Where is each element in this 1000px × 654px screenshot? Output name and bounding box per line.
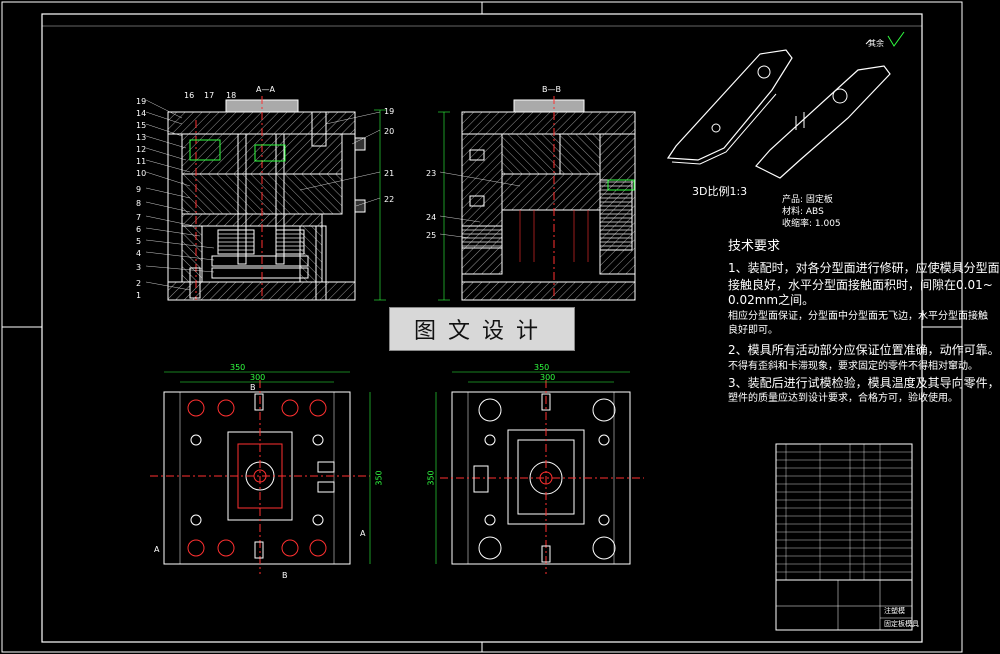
section-bb-label: B—B [542, 85, 561, 94]
part-number: 17 [204, 91, 215, 100]
part-number: 11 [136, 157, 147, 166]
tech-line: 1、装配时，对各分型面进行修研，应使模具分型面 [728, 261, 1000, 275]
dim-left-inner: 300 [250, 373, 266, 382]
part-number: 10 [136, 169, 147, 178]
section-marker-b-top: B [250, 383, 256, 392]
part-number: 9 [136, 185, 142, 194]
section-marker-a-right: A [360, 529, 366, 538]
part-number: 24 [426, 213, 437, 222]
part-number: 25 [426, 231, 437, 240]
section-bb-view [438, 96, 636, 301]
product-shrinkage: 收缩率: 1.005 [782, 219, 841, 229]
tech-line: 接触良好，水平分型面接触面积时，间隙在0.01~ [728, 278, 993, 292]
part-number: 2 [136, 279, 142, 288]
watermark-banner: 图文设计 [389, 307, 575, 351]
part-number: 15 [136, 121, 147, 130]
part-number: 12 [136, 145, 147, 154]
section-marker-a-left: A [154, 545, 160, 554]
part-number: 3 [136, 263, 142, 272]
tech-line: 3、装配后进行试模检验，模具温度及其导向零件， [728, 376, 1000, 390]
tech-line: 0.02mm之间。 [728, 293, 815, 307]
dim-right-outer: 350 [534, 363, 550, 372]
part-number: 14 [136, 109, 147, 118]
part-3d-views [666, 31, 905, 179]
part-number: 1 [136, 291, 142, 300]
drawing-number: 固定板模具 [884, 620, 919, 628]
product-name: 产品: 固定板 [782, 195, 833, 205]
roughness-note: 其余 [868, 39, 884, 48]
drawing-title: 注塑模 [884, 607, 905, 615]
part-number: 5 [136, 237, 142, 246]
part-number: 4 [136, 249, 142, 258]
part-number: 7 [136, 213, 142, 222]
tech-requirements-title: 技术要求 [728, 239, 781, 254]
part-number: 19 [384, 107, 395, 116]
plan-view-fixed-half [435, 371, 644, 574]
dim-height-left: 350 [374, 470, 384, 486]
part-number: 18 [226, 91, 237, 100]
section-aa-label: A—A [256, 85, 275, 94]
scale-label: 3D比例1:3 [692, 185, 748, 198]
part-number: 23 [426, 169, 437, 178]
part-number: 6 [136, 225, 142, 234]
tech-line: 相应分型面保证，分型面中分型面无飞边，水平分型面接触 [728, 311, 988, 322]
product-material: 材料: ABS [782, 207, 824, 217]
part-number: 19 [136, 97, 147, 106]
title-block [775, 443, 913, 631]
sheet-frame [1, 1, 963, 653]
tech-line: 塑件的质量应达到设计要求，合格方可，验收使用。 [728, 393, 958, 404]
part-number: 21 [384, 169, 395, 178]
dim-height-right: 350 [426, 470, 436, 486]
part-number: 22 [384, 195, 395, 204]
cad-drawing-sheet [1, 1, 963, 653]
part-number: 13 [136, 133, 147, 142]
section-aa-view [145, 96, 386, 301]
dim-right-inner: 300 [540, 373, 556, 382]
tech-line: 良好即可。 [728, 325, 778, 336]
tech-line: 2、模具所有活动部分应保证位置准确，动作可靠。 [728, 343, 1000, 357]
part-number: 8 [136, 199, 142, 208]
tech-line: 不得有歪斜和卡滞现象，要求固定的零件不得相对窜动。 [728, 361, 978, 372]
section-marker-b-bottom: B [282, 571, 288, 580]
plan-view-moving-half [150, 371, 371, 574]
part-number: 16 [184, 91, 195, 100]
part-number: 20 [384, 127, 395, 136]
dim-left-outer: 350 [230, 363, 246, 372]
